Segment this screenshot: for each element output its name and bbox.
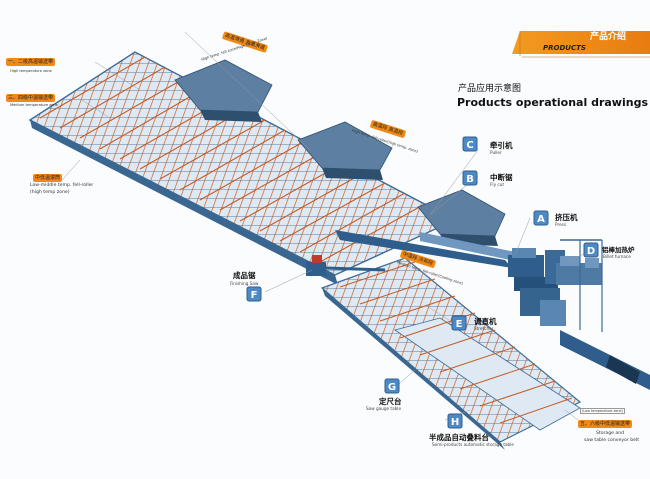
marker-e: E — [451, 315, 467, 335]
storage-line-2: saw table conveyor belt — [584, 438, 640, 443]
marker-d: D — [583, 242, 599, 262]
finishing-saw-unit — [306, 255, 386, 276]
label-e-en: Stretcher — [474, 326, 494, 331]
label-b-cn: 中断锯 — [490, 173, 513, 182]
label-d-en: Billet furnace — [603, 254, 631, 259]
label-h-cn: 半成品自动叠料台 — [429, 433, 489, 442]
roller-badge: 中低温滚筒 — [33, 174, 63, 182]
label-d-cn: 铝棒加热炉 — [602, 246, 635, 254]
label-c-cn: 牵引机 — [490, 141, 513, 150]
label-g-cn: 定尺台 — [379, 397, 402, 406]
storage-belt-badge: 五、六级中低温输送带 — [578, 420, 633, 428]
label-f-en: Finishing Saw — [230, 281, 259, 286]
zone3-note: Medium temperature zone — [10, 103, 58, 107]
marker-f-letter: F — [251, 290, 258, 301]
header-banner — [512, 31, 650, 54]
marker-a-letter: A — [537, 214, 545, 225]
marker-h: H — [447, 413, 463, 433]
subtitle-cn: 产品应用示意图 — [458, 84, 522, 94]
storage-line-1: Storage and — [596, 431, 625, 436]
label-g-en: Saw gauge table — [366, 406, 402, 411]
header-en-title: PRODUCTS — [543, 44, 586, 52]
zone3-badge: 三、四级中温输送带 — [6, 94, 56, 102]
marker-b-letter: B — [466, 174, 474, 185]
label-h-en: Semi-products automatic storage table — [432, 442, 514, 447]
header-cn-title: 产品介绍 — [590, 32, 627, 42]
roller-zone: (high temp zone) — [30, 190, 70, 195]
marker-e-letter: E — [456, 319, 463, 330]
zone1-badge: 一、二级高温输送带 — [6, 58, 56, 66]
roller-desc: Low-middle temp. fell-roller — [30, 183, 94, 188]
marker-d-letter: D — [587, 246, 595, 257]
label-a-en: Press — [555, 222, 567, 227]
marker-c-letter: C — [466, 140, 473, 151]
marker-f: F — [246, 286, 262, 306]
subtitle-en: Products operational drawings — [457, 96, 648, 109]
marker-g-letter: G — [388, 382, 396, 393]
marker-c: C — [462, 136, 478, 156]
zone1-note: High temperature zone — [10, 69, 52, 73]
low-temp-note: (Low temperature zone) — [580, 408, 625, 414]
runout-table — [335, 230, 512, 268]
bed-skirt — [30, 120, 338, 285]
marker-b: B — [462, 170, 478, 190]
leader-lines — [61, 31, 589, 421]
marker-a: A — [533, 210, 549, 230]
label-c-en: Puller — [490, 150, 502, 155]
label-e-cn: 调直机 — [474, 317, 497, 326]
press-and-furnace — [508, 239, 650, 390]
label-f-cn: 成品锯 — [233, 271, 256, 280]
label-a-cn: 挤压机 — [555, 213, 578, 222]
marker-h-letter: H — [451, 417, 459, 428]
marker-g: G — [384, 378, 400, 398]
label-b-en: Fly cut — [490, 182, 504, 187]
